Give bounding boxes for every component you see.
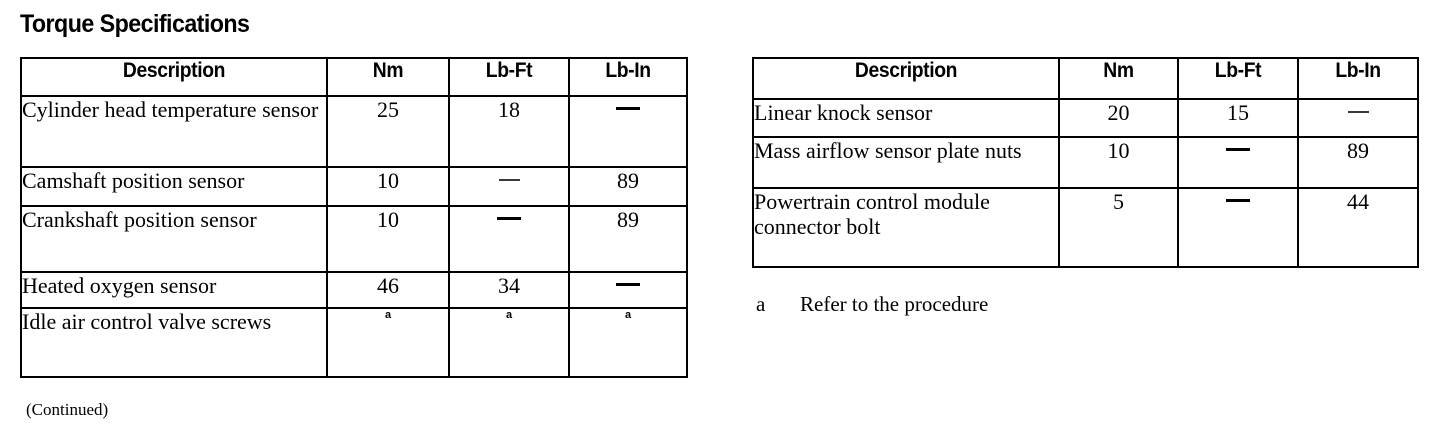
table-row: Mass airflow sensor plate nuts 10 89 [752, 136, 1419, 189]
table-left-body: Cylinder head temperature sensor 25 18 C… [20, 95, 688, 378]
cell-nm: 20 [1058, 98, 1179, 138]
table-right-header: Description Nm Lb-Ft Lb-In [752, 57, 1419, 100]
continued-note: (Continued) [26, 400, 109, 419]
table-header-row: Description Nm Lb-Ft Lb-In [752, 57, 1419, 100]
cell-lbft [448, 205, 570, 273]
page-title: Torque Specifications [20, 10, 250, 38]
column-header-nm: Nm [1058, 57, 1179, 100]
cell-nm: 10 [1058, 136, 1179, 189]
footnote-text: Refer to the procedure [800, 292, 989, 316]
column-header-lbin-label: Lb-In [1335, 59, 1381, 82]
cell-lbft: 34 [448, 271, 570, 309]
em-dash-icon [616, 282, 640, 286]
footnote-marker: a [384, 309, 392, 321]
cell-description: Powertrain control module connector bolt [752, 187, 1060, 268]
cell-nm: 10 [326, 166, 450, 207]
column-header-lbft: Lb-Ft [448, 57, 570, 97]
cell-nm: 10 [326, 205, 450, 273]
cell-nm: 46 [326, 271, 450, 309]
cell-description: Mass airflow sensor plate nuts [752, 136, 1060, 189]
column-header-nm-label: Nm [372, 59, 404, 82]
em-dash-icon [616, 106, 640, 110]
column-header-lbin: Lb-In [1297, 57, 1419, 100]
cell-lbft: 15 [1177, 98, 1299, 138]
column-header-description-label: Description [854, 59, 958, 82]
cell-lbft [1177, 136, 1299, 189]
table-row: Heated oxygen sensor 46 34 [20, 271, 688, 309]
table-header-row: Description Nm Lb-Ft Lb-In [20, 57, 688, 97]
column-header-lbin: Lb-In [568, 57, 688, 97]
cell-nm: 25 [326, 95, 450, 168]
em-dash-icon [1226, 198, 1250, 202]
cell-nm: a [326, 307, 450, 378]
cell-description: Heated oxygen sensor [20, 271, 328, 309]
cell-description: Camshaft position sensor [20, 166, 328, 207]
column-header-description-label: Description [122, 59, 226, 82]
table-row: Idle air control valve screws a a a [20, 307, 688, 378]
column-header-description: Description [752, 57, 1060, 100]
cell-lbin: 89 [1297, 136, 1419, 189]
em-dash-icon [498, 178, 520, 181]
torque-table-left: Description Nm Lb-Ft Lb-In Cylinder head… [20, 57, 688, 378]
cell-lbft [448, 166, 570, 207]
cell-lbft: 18 [448, 95, 570, 168]
table-right-body: Linear knock sensor 20 15 Mass airflow s… [752, 98, 1419, 268]
column-header-lbin-label: Lb-In [605, 59, 651, 82]
cell-description: Linear knock sensor [752, 98, 1060, 138]
cell-description: Cylinder head temperature sensor [20, 95, 328, 168]
column-header-lbft-label: Lb-Ft [1214, 59, 1262, 82]
cell-description: Idle air control valve screws [20, 307, 328, 378]
cell-lbft: a [448, 307, 570, 378]
column-header-lbft-label: Lb-Ft [485, 59, 533, 82]
torque-table-right: Description Nm Lb-Ft Lb-In Linear knock … [752, 57, 1419, 268]
column-header-nm-label: Nm [1103, 59, 1134, 82]
table-row: Crankshaft position sensor 10 89 [20, 205, 688, 273]
em-dash-icon [497, 216, 521, 220]
cell-lbin [568, 95, 688, 168]
cell-lbin: 44 [1297, 187, 1419, 268]
footnote-marker: a [505, 309, 513, 321]
table-left-header: Description Nm Lb-Ft Lb-In [20, 57, 688, 97]
footnote-marker: a [624, 309, 632, 321]
column-header-description: Description [20, 57, 328, 97]
table-row: Cylinder head temperature sensor 25 18 [20, 95, 688, 168]
cell-lbin [1297, 98, 1419, 138]
cell-lbin [568, 271, 688, 309]
column-header-nm: Nm [326, 57, 450, 97]
cell-nm: 5 [1058, 187, 1179, 268]
cell-lbin: 89 [568, 205, 688, 273]
em-dash-icon [1226, 147, 1250, 151]
cell-lbin: a [568, 307, 688, 378]
footnote: a Refer to the procedure [756, 292, 988, 317]
column-header-lbft: Lb-Ft [1177, 57, 1299, 100]
table-row: Powertrain control module connector bolt… [752, 187, 1419, 268]
cell-lbft [1177, 187, 1299, 268]
table-row: Linear knock sensor 20 15 [752, 98, 1419, 138]
cell-description: Crankshaft position sensor [20, 205, 328, 273]
table-row: Camshaft position sensor 10 89 [20, 166, 688, 207]
cell-lbin: 89 [568, 166, 688, 207]
em-dash-icon [1347, 110, 1369, 113]
footnote-key: a [756, 292, 766, 316]
